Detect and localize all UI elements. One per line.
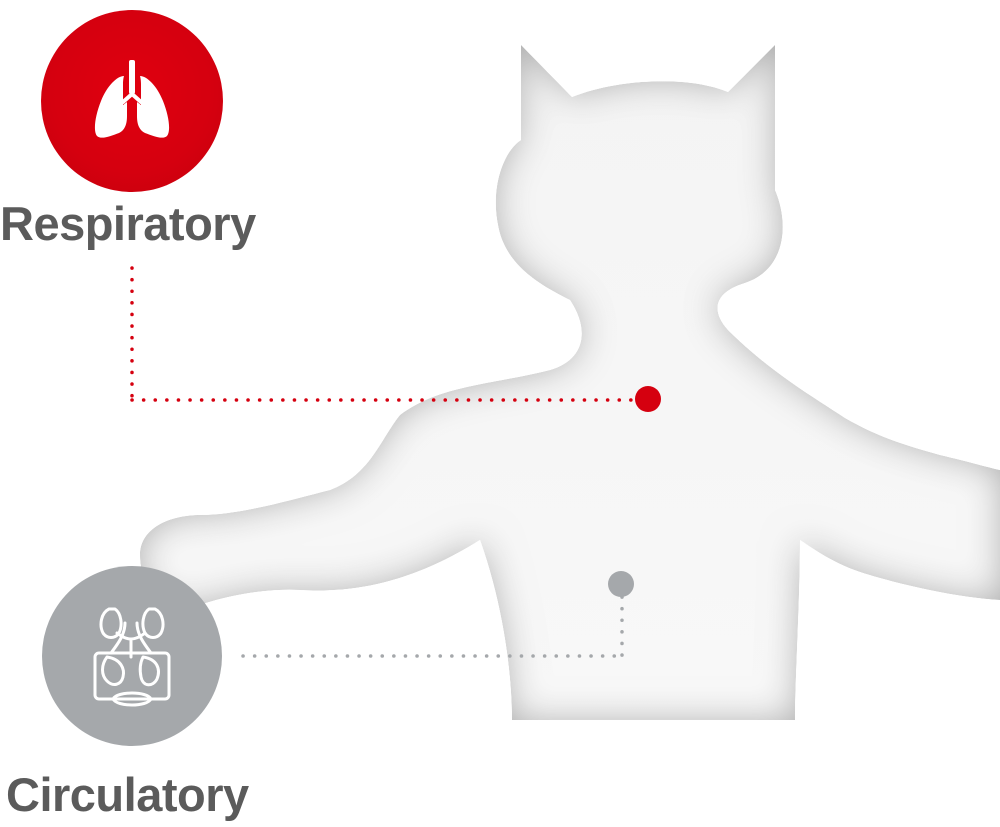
circulatory-label[interactable]: Circulatory [6,768,249,821]
respiratory-badge[interactable] [41,10,223,192]
lungs-icon [94,60,170,138]
circulatory-badge[interactable] [42,566,222,746]
respiratory-label[interactable]: Respiratory [0,197,256,250]
heart-vessels-icon [93,607,171,707]
